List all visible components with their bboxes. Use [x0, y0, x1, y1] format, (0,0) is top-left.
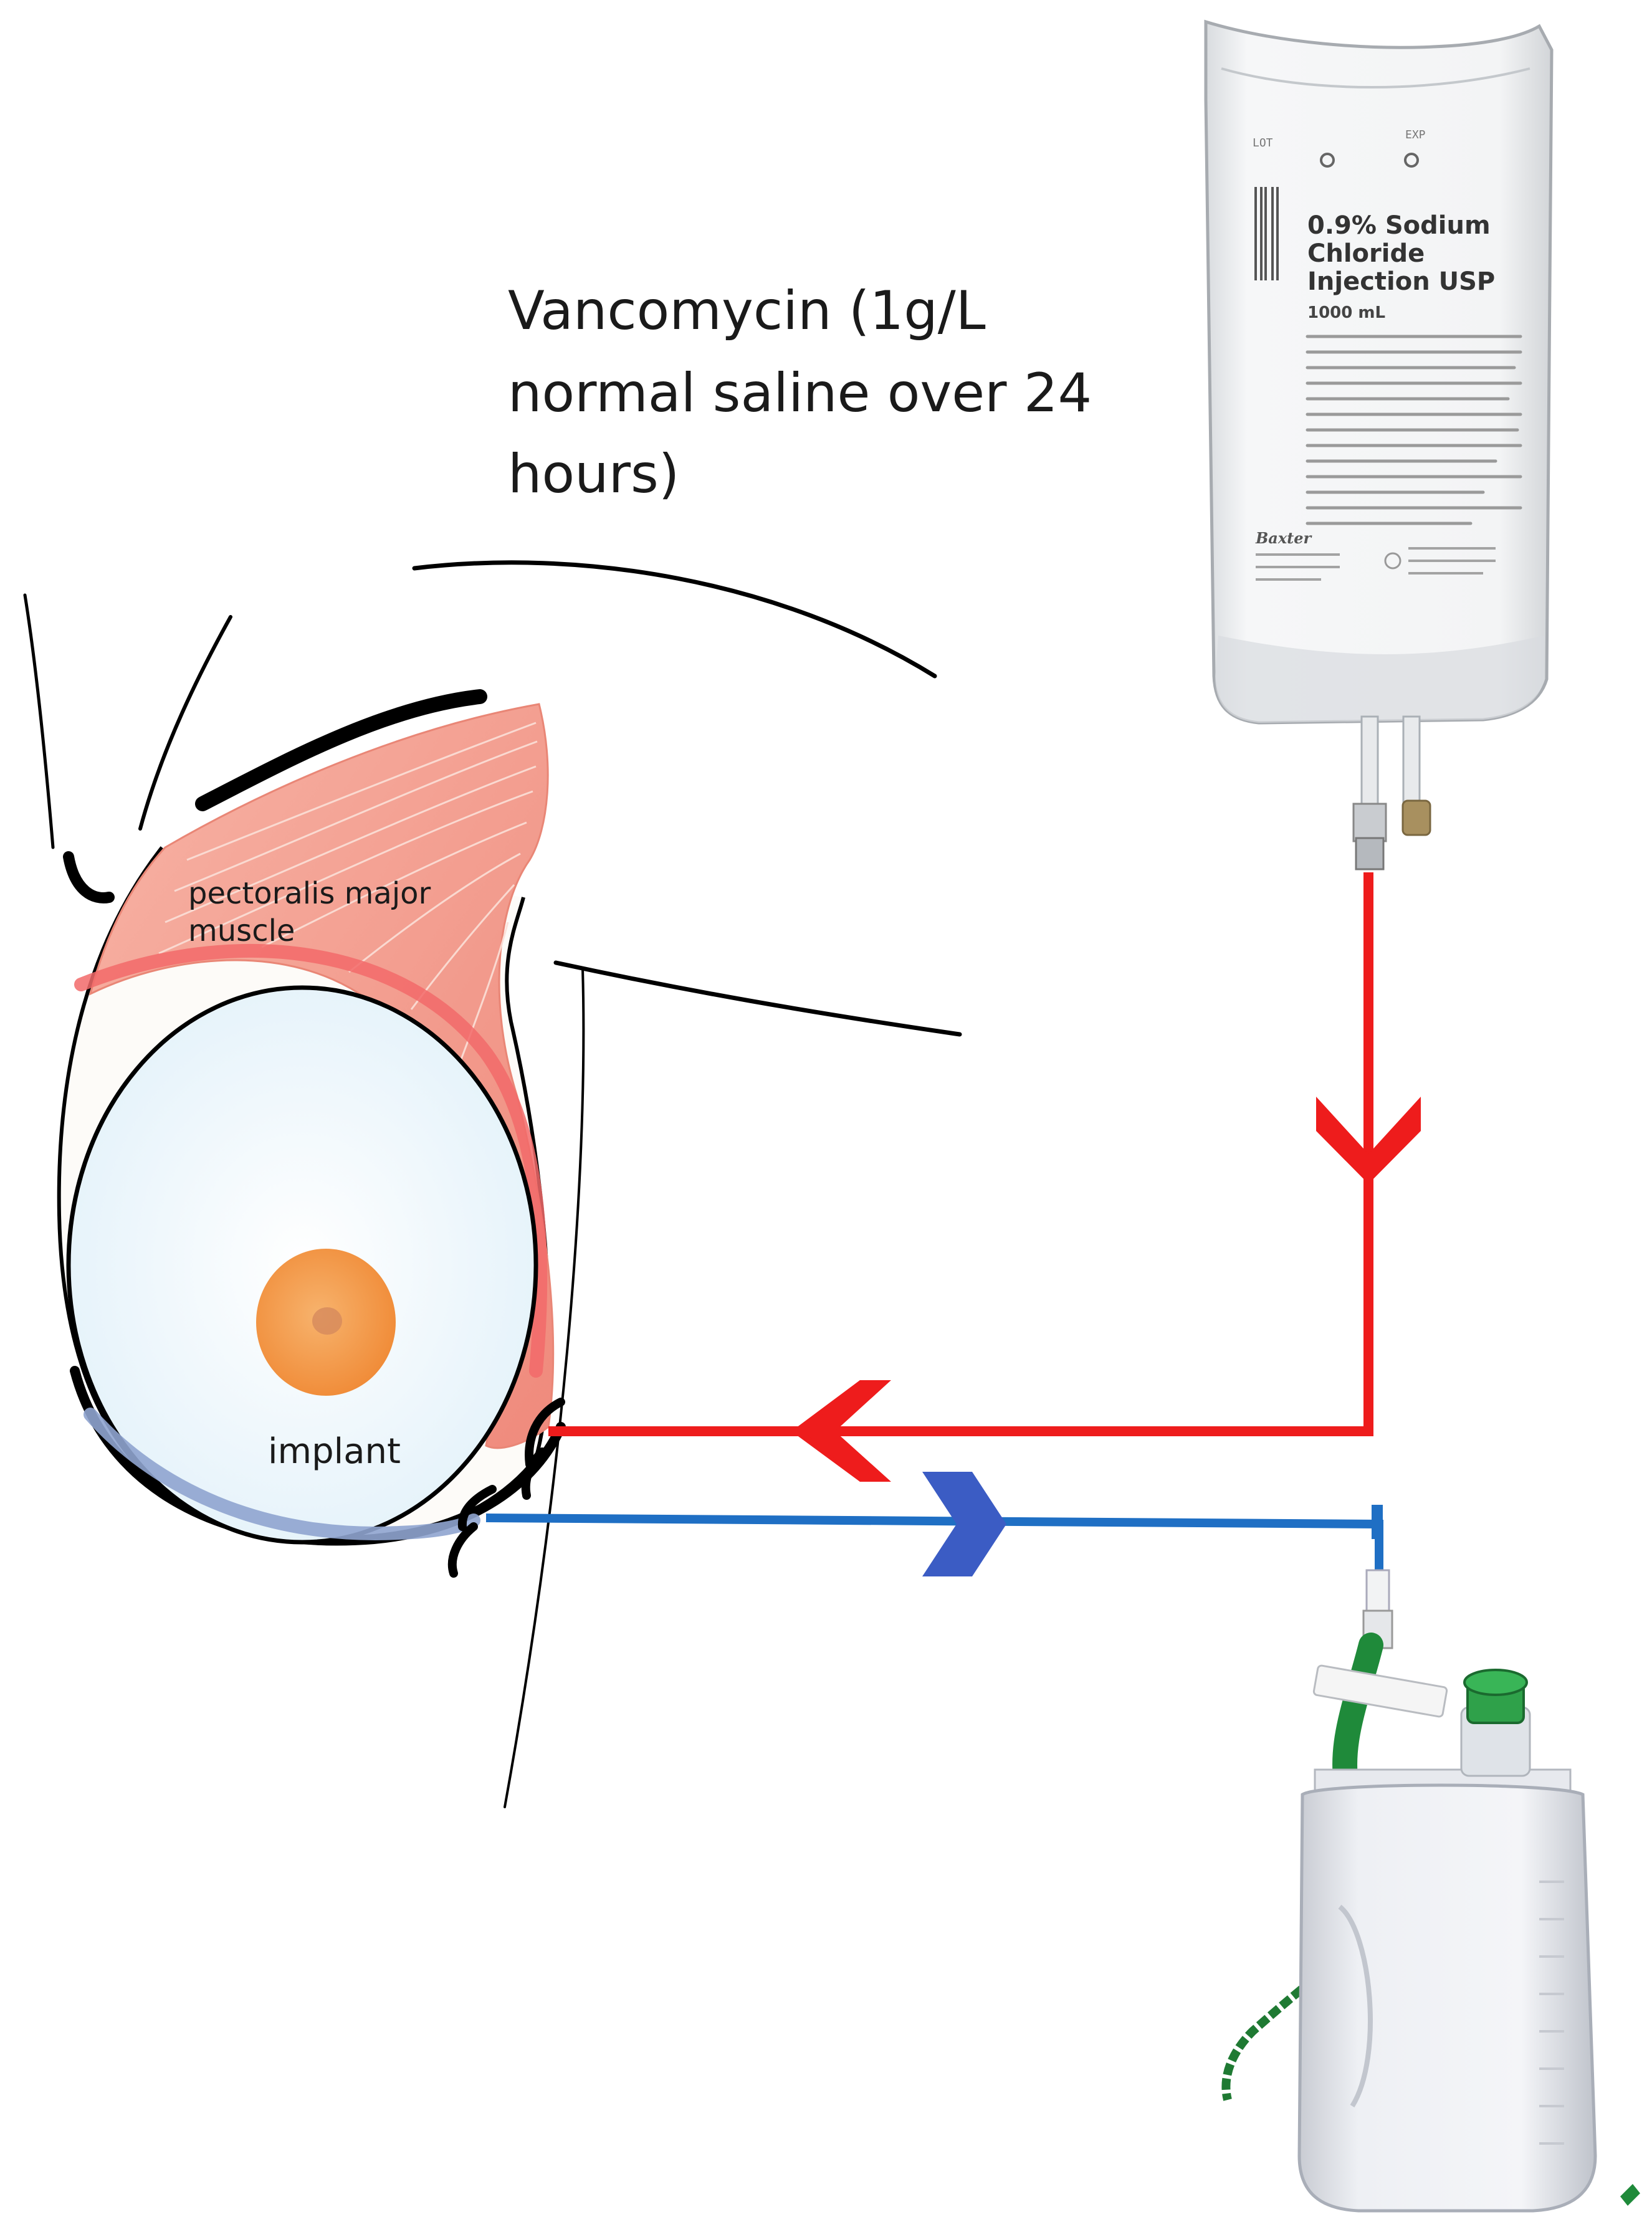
outflow-arrow-right	[922, 1472, 1006, 1576]
implant-label: implant	[268, 1431, 401, 1472]
iv-bag-lot: LOT	[1253, 136, 1273, 150]
drain-tube-green	[1332, 1633, 1383, 1795]
capsule-line	[84, 1408, 480, 1540]
inflow-arrow-down	[1316, 1097, 1421, 1184]
drain-jar-graduations	[1539, 1881, 1564, 2145]
pectoralis-muscle	[88, 703, 555, 1449]
drain-clamp	[1312, 1664, 1448, 1718]
muscle-edge-arc	[74, 943, 548, 1378]
neck-line-left	[23, 593, 55, 849]
muscle-label-line-1: pectoralis major	[188, 876, 431, 911]
drain-jar-body	[1297, 1783, 1597, 2213]
inflow-arrow-left-fill	[804, 1380, 891, 1482]
iv-bag-body	[1204, 19, 1554, 725]
caption-line-3: hours)	[508, 443, 679, 505]
catheter-ports	[447, 1398, 565, 1578]
drain-cap-top	[1463, 1669, 1528, 1696]
iv-bag-title-2: Chloride	[1307, 239, 1425, 268]
inflow-port-bracket-2	[521, 1447, 547, 1500]
body-outline	[23, 560, 962, 1808]
inflow-tubing	[548, 872, 1421, 1482]
chest-wall-line	[504, 968, 585, 1808]
iv-bag: LOT EXP 0.9% Sodium Chloride Injection U…	[1204, 19, 1554, 870]
shoulder-curve	[412, 560, 937, 679]
neck-line-right	[138, 615, 232, 831]
clavicle-bar	[195, 689, 487, 811]
iv-bag-eyelet-left	[1320, 153, 1335, 168]
drain-tail-mark	[1620, 2184, 1640, 2206]
outflow-tubing	[485, 1472, 1383, 1576]
drain-jar-grip	[1338, 1904, 1373, 2108]
iv-bag-ports	[1352, 715, 1431, 870]
inflow-port-bracket	[525, 1398, 565, 1469]
iv-bag-exp: EXP	[1405, 128, 1426, 141]
inflow-line	[548, 872, 1373, 1436]
iv-bag-barcode-lines	[1254, 187, 1279, 280]
muscle-fibers	[158, 722, 538, 1060]
iv-bag-brand: Baxter	[1255, 529, 1313, 547]
iv-bag-fold	[1221, 67, 1530, 88]
drainage-reservoir	[1221, 1569, 1640, 2213]
axilla-curve	[553, 960, 962, 1037]
nipple-center	[312, 1307, 342, 1335]
breast-illustration: pectoralis major muscle implant	[57, 703, 566, 1546]
caption-line-2: normal saline over 24	[508, 362, 1092, 424]
outflow-port-bracket	[457, 1485, 497, 1531]
iv-bag-volume: 1000 mL	[1307, 303, 1385, 322]
muscle-label-line-2: muscle	[188, 913, 295, 948]
drain-connector	[1365, 1569, 1390, 1615]
nipple-fold	[63, 851, 115, 903]
iv-bag-fine-print	[1306, 335, 1522, 525]
iv-bag-bottom-shade	[1215, 636, 1544, 723]
caption-line-1: Vancomycin (1g/L	[508, 280, 986, 342]
iv-bag-title-1: 0.9% Sodium	[1307, 211, 1491, 240]
iv-bag-footer-print	[1256, 547, 1496, 581]
outflow-port-bracket-2	[447, 1522, 478, 1578]
caption: Vancomycin (1g/L normal saline over 24 h…	[508, 280, 1092, 505]
iv-bag-eyelet-right	[1404, 153, 1419, 168]
iv-bag-title-3: Injection USP	[1307, 267, 1495, 296]
iv-bag-recycle-mark	[1384, 552, 1401, 570]
